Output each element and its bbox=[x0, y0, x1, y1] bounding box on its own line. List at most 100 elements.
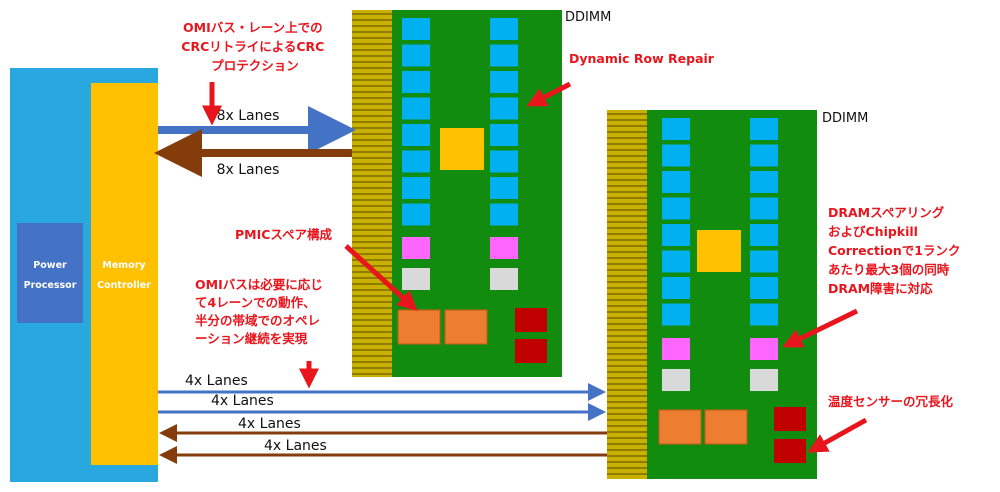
connector-pin bbox=[352, 91, 392, 93]
omi-degrade-annotation-line: 半分の帯域でのオペレ bbox=[195, 313, 320, 328]
connector-pin bbox=[352, 109, 392, 111]
crc-annotation: OMIバス・レーン上での CRCリトライによるCRC プロテクション bbox=[181, 20, 328, 73]
dram-chip bbox=[750, 250, 778, 273]
connector-pin bbox=[607, 323, 647, 325]
ddimm-bottom-pins bbox=[607, 110, 647, 479]
row-repair-annotation: Dynamic Row Repair bbox=[569, 51, 715, 66]
connector-pin bbox=[352, 265, 392, 267]
connector-pin bbox=[607, 239, 647, 241]
dram-sparing-annotation-line: およびChipkill bbox=[828, 224, 918, 239]
dram-chip bbox=[662, 250, 690, 273]
ddimm-bottom-temp-sensor-2 bbox=[774, 439, 806, 463]
connector-pin bbox=[607, 155, 647, 157]
ddimm-top-dram-chips bbox=[402, 18, 518, 226]
ddimm-top bbox=[352, 10, 562, 377]
connector-pin bbox=[607, 125, 647, 127]
connector-pin bbox=[352, 169, 392, 171]
connector-pin bbox=[352, 319, 392, 321]
dram-sparing-annotation-line: DRAMスペアリング bbox=[828, 205, 945, 220]
ddimm-top-grey-chip-right bbox=[490, 268, 518, 290]
memory-controller-box bbox=[91, 83, 158, 465]
connector-pin bbox=[352, 139, 392, 141]
connector-pin bbox=[352, 361, 392, 363]
dram-chip bbox=[490, 71, 518, 93]
dram-sparing-annotation: DRAMスペアリング およびChipkill Correctionで1ランク あ… bbox=[828, 205, 965, 296]
dram-chip bbox=[750, 118, 778, 140]
connector-pin bbox=[607, 449, 647, 451]
connector-pin bbox=[607, 437, 647, 439]
ddimm-bottom-spare-dram-right bbox=[750, 338, 778, 360]
connector-pin bbox=[352, 61, 392, 63]
omi-degrade-annotation-line: ーション継続を実現 bbox=[195, 331, 308, 346]
connector-pin bbox=[352, 151, 392, 153]
connector-pin bbox=[352, 163, 392, 165]
dram-chip bbox=[490, 97, 518, 120]
dram-chip bbox=[750, 224, 778, 246]
temp-sensor-annotation-arrow bbox=[807, 417, 868, 453]
connector-pin bbox=[352, 331, 392, 333]
connector-pin bbox=[352, 223, 392, 225]
connector-pin bbox=[352, 295, 392, 297]
connector-pin bbox=[607, 269, 647, 271]
connector-pin bbox=[607, 149, 647, 151]
connector-pin bbox=[607, 215, 647, 217]
connector-pin bbox=[352, 19, 392, 21]
connector-pin bbox=[352, 235, 392, 237]
dram-chip bbox=[662, 118, 690, 140]
ddimm-top-grey-chip-left bbox=[402, 268, 430, 290]
connector-pin bbox=[352, 373, 392, 375]
connector-pin bbox=[607, 167, 647, 169]
connector-pin bbox=[352, 349, 392, 351]
connector-pin bbox=[607, 401, 647, 403]
link-bottom-4-label: 4x Lanes bbox=[264, 438, 327, 454]
ddimm-bottom-label: DDIMM bbox=[822, 111, 868, 126]
connector-pin bbox=[607, 431, 647, 433]
connector-pin bbox=[352, 199, 392, 201]
link-bottom-1-label: 4x Lanes bbox=[185, 373, 248, 389]
connector-pin bbox=[352, 193, 392, 195]
dram-chip bbox=[750, 303, 778, 326]
connector-pin bbox=[607, 293, 647, 295]
memctrl-label-line1: Memory bbox=[102, 260, 146, 271]
ddimm-bottom-grey-chip-right bbox=[750, 369, 778, 391]
connector-pin bbox=[352, 97, 392, 99]
connector-pin bbox=[607, 131, 647, 133]
temp-sensor-annotation-line: 温度センサーの冗長化 bbox=[828, 394, 954, 409]
omi-degrade-annotation-line: OMIバスは必要に応じ bbox=[195, 277, 323, 292]
ddimm-bottom-buffer-chip bbox=[697, 230, 741, 272]
connector-pin bbox=[352, 55, 392, 57]
connector-pin bbox=[607, 359, 647, 361]
connector-pin bbox=[352, 121, 392, 123]
connector-pin bbox=[352, 289, 392, 291]
connector-pin bbox=[352, 175, 392, 177]
ddimm-top-temp-sensor-2 bbox=[515, 339, 547, 363]
connector-pin bbox=[607, 227, 647, 229]
ddimm-bottom bbox=[607, 110, 817, 479]
connector-pin bbox=[607, 233, 647, 235]
dram-sparing-annotation-arrow bbox=[782, 308, 859, 348]
connector-pin bbox=[607, 197, 647, 199]
connector-pin bbox=[607, 413, 647, 415]
dram-chip bbox=[662, 277, 690, 299]
dram-chip bbox=[750, 277, 778, 299]
connector-pin bbox=[607, 221, 647, 223]
dram-chip bbox=[490, 150, 518, 173]
dram-chip bbox=[750, 171, 778, 193]
connector-pin bbox=[352, 343, 392, 345]
connector-pin bbox=[352, 241, 392, 243]
link-bottom-2-label: 4x Lanes bbox=[211, 393, 274, 409]
connector-pin bbox=[352, 103, 392, 105]
connector-pin bbox=[352, 259, 392, 261]
temp-sensor-annotation: 温度センサーの冗長化 bbox=[828, 394, 954, 409]
pmic-annotation-line: PMICスペア構成 bbox=[235, 227, 333, 242]
link-top-inbound-label: 8x Lanes bbox=[217, 162, 280, 178]
connector-pin bbox=[607, 371, 647, 373]
connector-pin bbox=[607, 143, 647, 145]
connector-pin bbox=[352, 73, 392, 75]
dram-sparing-annotation-line: Correctionで1ランク bbox=[828, 243, 960, 258]
connector-pin bbox=[607, 245, 647, 247]
connector-pin bbox=[607, 425, 647, 427]
connector-pin bbox=[607, 137, 647, 139]
connector-pin bbox=[607, 299, 647, 301]
